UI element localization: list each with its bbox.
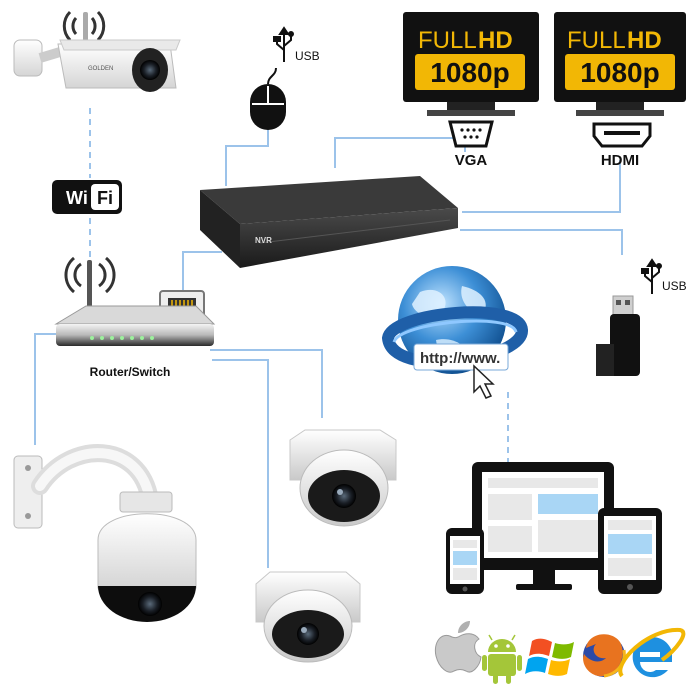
wifi-badge-right-text: Fi [97, 188, 113, 208]
dome-camera-1 [289, 429, 397, 527]
router-switch [54, 256, 216, 346]
camera-brand-text: GOLDEN [88, 66, 113, 72]
usb-flash-drive [596, 295, 640, 376]
camera-wifi-icon [62, 10, 106, 42]
mouse-usb-label: USB [295, 49, 320, 63]
wifi-badge: Wi Fi [52, 180, 122, 214]
windows-icon [525, 638, 574, 676]
router-wifi-icon [64, 256, 116, 294]
monitor-vga-hd-text: HD [478, 27, 513, 54]
desktop-monitor [472, 462, 614, 590]
vga-label: VGA [455, 152, 488, 169]
wifi-badge-left-text: Wi [66, 188, 88, 208]
monitor-hdmi-full-text: FULL [567, 27, 626, 54]
router-to-dome1-line [210, 349, 323, 418]
nvr-to-router-line [182, 251, 222, 292]
router-to-dome2-line [212, 359, 269, 568]
monitor-hdmi-hd-text: HD [627, 27, 662, 54]
nvr-recorder: NVR [200, 176, 458, 268]
ie-icon [618, 627, 686, 678]
firefox-icon [583, 634, 626, 678]
smartphone-device [446, 528, 484, 594]
usb-symbol-icon [273, 26, 294, 62]
mouse-to-nvr-line [225, 128, 269, 186]
nvr-to-usb-line [460, 229, 623, 255]
monitor-vga-full-text: FULL [418, 27, 477, 54]
router-status-lights [90, 336, 154, 340]
monitor-vga-1080p-text: 1080p [430, 57, 509, 88]
vga-port-icon [448, 120, 494, 148]
usb-drive-symbol-icon [641, 258, 662, 294]
bullet-camera: GOLDEN [13, 10, 181, 92]
nvr-label: NVR [255, 236, 272, 245]
internet-globe: http://www. [381, 266, 528, 399]
mouse-icon [250, 67, 286, 130]
ptz-camera [13, 444, 197, 622]
monitor-hdmi-1080p-text: 1080p [580, 57, 659, 88]
router-label: Router/Switch [90, 365, 171, 379]
vga-to-nvr-line [334, 137, 466, 168]
tablet-device [598, 508, 662, 594]
cursor-icon [473, 364, 495, 399]
hdmi-label: HDMI [601, 152, 639, 169]
internet-url-text: http://www. [420, 350, 500, 367]
hdmi-to-nvr-line [462, 160, 621, 213]
apple-icon [434, 621, 482, 673]
dome-camera-2 [255, 571, 361, 663]
monitor-hdmi: FULL HD 1080p [554, 12, 686, 116]
android-icon [482, 634, 522, 684]
usb-drive-label: USB [662, 279, 687, 293]
router-to-ptz-line [34, 333, 58, 445]
monitor-vga: FULL HD 1080p [403, 12, 539, 116]
hdmi-port-icon [592, 122, 652, 148]
